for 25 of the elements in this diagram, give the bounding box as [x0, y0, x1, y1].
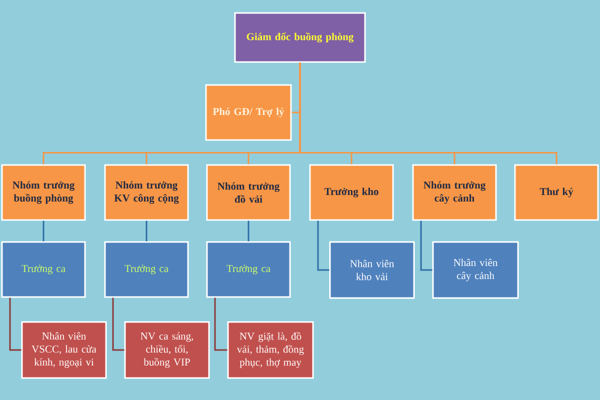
- connector-line: [9, 298, 22, 351]
- shift-lead-box: Trưởng ca: [104, 241, 189, 298]
- team-lead-box: Nhóm trưởng cây cảnh: [412, 164, 497, 221]
- connector-line: [42, 220, 44, 242]
- director-box: Giám đốc buồng phòng: [234, 12, 366, 63]
- shift-lead-box: Trưởng ca: [206, 241, 291, 298]
- connector-line: [112, 298, 124, 351]
- connector-line: [420, 220, 432, 271]
- staff-box: Nhân viên VSCC, lau cửa kính, ngoại vi: [21, 321, 107, 379]
- connector-line: [214, 298, 228, 351]
- staff-box: NV giặt là, đồ vải, thảm, đồng phục, thợ may: [227, 321, 314, 379]
- connector-line: [248, 220, 250, 242]
- staff-box: Nhân viên kho vải: [329, 241, 415, 299]
- team-lead-box: Thư ký: [514, 164, 599, 221]
- staff-box: NV ca sáng, chiều, tối, buồng VIP: [124, 321, 210, 379]
- team-lead-box: Nhóm trưởng KV công cộng: [104, 164, 189, 221]
- connector-line: [299, 62, 558, 164]
- shift-lead-box: Trưởng ca: [1, 241, 86, 298]
- staff-box: Nhân viên cây cảnh: [432, 241, 519, 299]
- deputy-box: Phó GĐ/ Trợ lý: [205, 84, 292, 141]
- connector-line: [317, 220, 330, 271]
- connector-line: [146, 220, 148, 242]
- team-lead-box: Nhóm trưởng buồng phòng: [1, 164, 86, 221]
- team-lead-box: Trưởng kho: [309, 164, 394, 221]
- team-lead-box: Nhóm trưởng đồ vải: [206, 164, 291, 221]
